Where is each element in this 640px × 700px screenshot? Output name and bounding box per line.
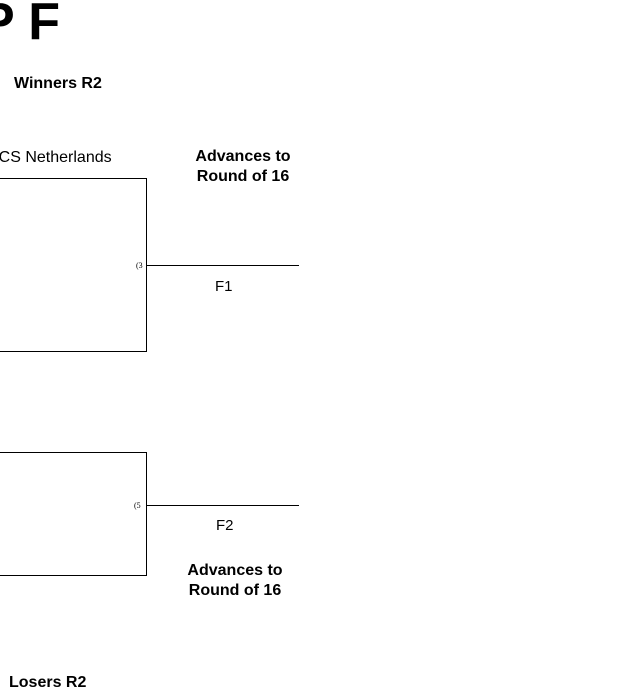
advance-note-line: Advances to	[195, 148, 291, 165]
group-title: P F	[0, 0, 60, 51]
bracket-connector-line	[147, 265, 299, 266]
match-label: F2	[216, 517, 234, 534]
losers-round-label: Losers R2	[9, 674, 87, 691]
advance-note: Advances to Round of 16	[175, 561, 295, 601]
advance-note-line: Round of 16	[188, 582, 282, 599]
bracket-connector-line	[147, 505, 299, 506]
match-label: F1	[215, 278, 233, 295]
team-name: VCS Netherlands	[0, 149, 112, 166]
advance-note: Advances to Round of 16	[183, 147, 303, 187]
bracket-match-box	[0, 452, 147, 576]
advance-note-line: Round of 16	[196, 168, 290, 185]
advance-note-line: Advances to	[187, 562, 283, 579]
seed-label: (5	[134, 501, 141, 510]
bracket-match-box	[0, 178, 147, 352]
seed-label: (3	[136, 261, 143, 270]
winners-round-label: Winners R2	[14, 75, 102, 92]
